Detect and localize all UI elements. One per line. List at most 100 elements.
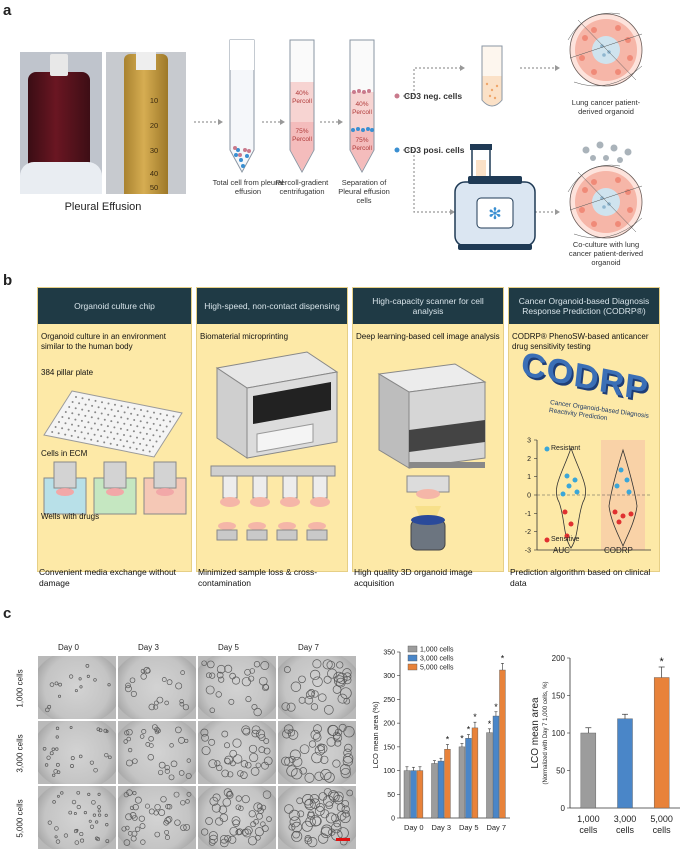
- pillar: [145, 432, 148, 435]
- bar: [486, 732, 493, 819]
- pillar: [94, 399, 97, 402]
- pillar: [88, 398, 90, 401]
- pillar: [132, 441, 135, 444]
- bar: [416, 770, 424, 819]
- pillar: [139, 420, 142, 423]
- organoid-cell: [87, 792, 91, 796]
- organoid-cell: [232, 819, 240, 827]
- organoid-cell: [292, 830, 300, 839]
- organoid-cell: [179, 701, 185, 707]
- organoid-cell: [288, 809, 300, 821]
- pillar: [109, 442, 112, 445]
- organoid-cell: [261, 683, 270, 692]
- organoid-cell: [201, 733, 209, 742]
- organoid-cell: [168, 774, 175, 781]
- column-1-label-3: Wells with drugs: [41, 512, 100, 521]
- cryo-container: ✻: [454, 144, 536, 250]
- pillar: [68, 406, 71, 408]
- cell-cluster-layer: [281, 723, 355, 783]
- x-tick-label: Day 3: [431, 823, 451, 832]
- organoid-cell: [327, 724, 339, 736]
- organoid-cell: [154, 803, 161, 811]
- organoid-cell: [129, 805, 135, 810]
- organoid-1: [567, 12, 643, 87]
- y-tick-label: 250: [383, 697, 395, 704]
- y-tick-label: 200: [552, 654, 566, 663]
- organoid-cell: [165, 816, 173, 823]
- significance-star: *: [460, 734, 464, 744]
- pillar: [146, 421, 149, 424]
- pillar: [126, 429, 129, 431]
- organoid-cell: [311, 752, 323, 764]
- organoid-cell: [290, 681, 302, 692]
- organoid-cell: [145, 668, 151, 674]
- pillar: [51, 431, 54, 433]
- scanner-illustration: [377, 363, 487, 551]
- pillar: [152, 445, 155, 448]
- organoid-cell: [148, 703, 156, 711]
- organoid-cell: [214, 760, 221, 767]
- column-2-footer: Minimized sample loss & cross-contaminat…: [198, 567, 318, 588]
- pillar: [135, 447, 138, 450]
- organoid-cell: [314, 771, 324, 781]
- y-axis-label: LCO mean area (%): [371, 701, 380, 769]
- organoid-cell: [69, 726, 73, 729]
- bar: [653, 677, 670, 809]
- organoid-cell: [140, 839, 146, 845]
- pillar: [100, 412, 103, 415]
- column-4-header: Cancer Organoid-based Diagnosis Response…: [509, 288, 659, 324]
- pillar-plate-illustration: [43, 390, 183, 458]
- organoid-cell: [308, 740, 317, 748]
- pillar: [90, 416, 93, 419]
- tube3-caption: Separation of Pleural effusion cells: [338, 178, 390, 205]
- pillar: [71, 423, 73, 426]
- organoid-cell: [233, 754, 243, 764]
- organoid-cell: [333, 675, 346, 687]
- organoid-cell: [235, 804, 242, 811]
- organoid-cell: [49, 751, 54, 756]
- organoid-cell: [340, 767, 351, 779]
- organoid-cell: [129, 677, 136, 684]
- organoid-cell: [49, 682, 55, 687]
- organoid-cell: [164, 834, 170, 840]
- organoid-cell: [231, 676, 241, 685]
- organoid-2: [567, 141, 643, 239]
- pillar: [84, 426, 86, 429]
- organoid-cell: [334, 739, 342, 747]
- organoid-cell: [258, 676, 268, 686]
- pillar: [129, 424, 132, 426]
- glove-hand: [20, 162, 102, 194]
- organoid-cell: [164, 829, 170, 835]
- organoid-cell: [248, 810, 256, 818]
- panel-b-column-4: Cancer Organoid-based Diagnosis Response…: [508, 287, 660, 572]
- organoid-cell: [144, 803, 150, 809]
- y-tick-label: 100: [552, 729, 566, 738]
- organoid-cell: [223, 788, 232, 797]
- organoid-cell: [74, 689, 78, 693]
- violin-y-tick-label: 0: [527, 493, 531, 500]
- organoid-cell: [158, 761, 166, 769]
- pillar: [172, 415, 175, 418]
- column-1-footer: Convenient media exchange without damage: [39, 567, 177, 588]
- organoid-cell: [208, 839, 216, 846]
- organoid-cell: [245, 696, 252, 703]
- day-label-7: Day 7: [298, 643, 319, 652]
- organoid-cell: [251, 725, 261, 735]
- organoid-cell: [238, 805, 244, 812]
- microscopy-image: [278, 656, 356, 719]
- tube2-caption: Percoll-gradient centrifugation: [275, 178, 329, 196]
- organoid-cell: [70, 756, 75, 761]
- organoid-cell: [170, 760, 178, 768]
- y-tick-label: 100: [383, 768, 395, 775]
- pillar: [123, 434, 125, 436]
- organoid-cell: [307, 837, 318, 848]
- organoid-cell: [336, 672, 348, 684]
- organoid-cell: [201, 828, 209, 836]
- organoid-cell: [224, 664, 233, 673]
- cell-cluster-layer: [281, 659, 352, 715]
- tube-scale-20: 20: [149, 121, 159, 130]
- organoid-cell: [242, 828, 252, 838]
- violin-resistant-label: Resistant: [551, 445, 581, 452]
- column-3-header: High-capacity scanner for cell analysis: [353, 288, 503, 324]
